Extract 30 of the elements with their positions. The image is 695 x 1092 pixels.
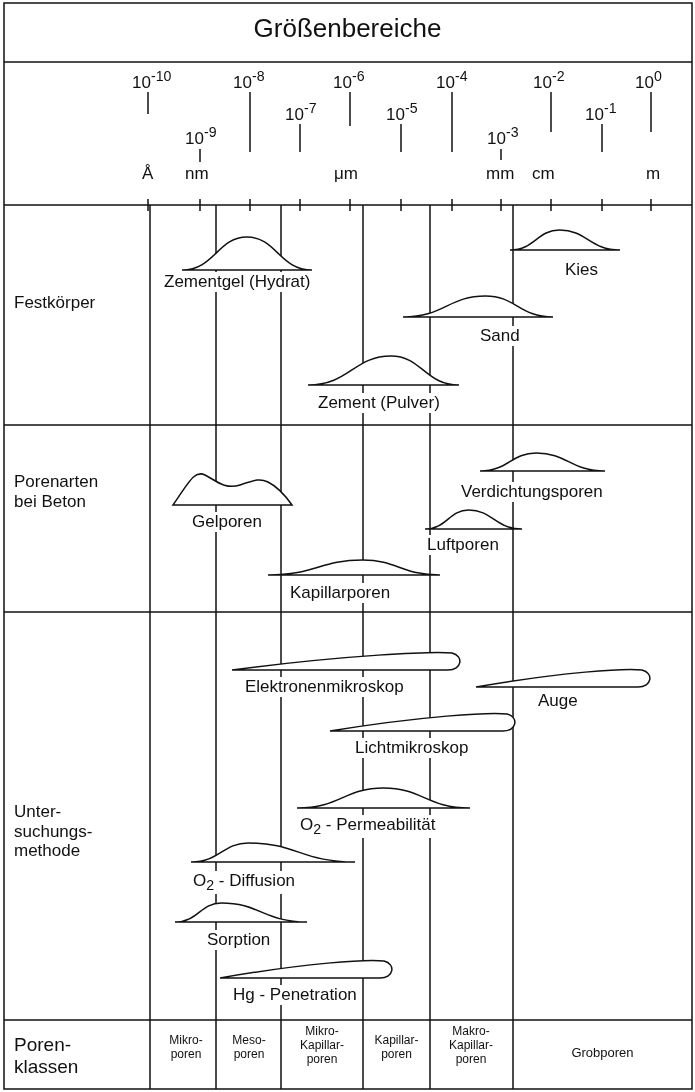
exponent-label: 10$^{-2}$	[533, 68, 565, 93]
exponent-label: 10$^{-6}$	[333, 68, 365, 93]
range-label: O$_{2}$ - Diffusion	[193, 871, 296, 894]
class-label: Mikro- poren	[168, 1034, 204, 1062]
exponent-label: 10$^{0}$	[635, 68, 662, 93]
exponent-label: 10$^{-4}$	[436, 68, 468, 93]
range-label: Lichtmikroskop	[355, 738, 469, 758]
range-label: Hg - Penetration	[233, 985, 357, 1005]
range-label: Sand	[480, 326, 520, 346]
exponent-label: 10$^{-5}$	[386, 100, 418, 125]
class-label: Mikro- Kapillar- poren	[299, 1025, 345, 1067]
class-label: Meso- poren	[231, 1034, 267, 1062]
table-title: Größenbereiche	[252, 14, 443, 44]
range-label: Elektronenmikroskop	[245, 677, 404, 697]
exponent-label: 10$^{-1}$	[585, 100, 617, 125]
range-label: O$_{2}$ - Permeabilität	[300, 815, 436, 838]
range-label: Sorption	[207, 930, 271, 950]
exponent-label: 10$^{-8}$	[233, 68, 265, 93]
range-label: Zement (Pulver)	[318, 393, 440, 413]
range-label: Zementgel (Hydrat)	[164, 272, 311, 292]
range-label: Auge	[538, 691, 578, 711]
range-label: Luftporen	[427, 535, 499, 555]
class-label: Grobporen	[570, 1046, 635, 1061]
class-label: Makro- Kapillar- poren	[448, 1025, 494, 1067]
row-header: Festkörper	[14, 293, 96, 313]
exponent-label: 10$^{-7}$	[285, 100, 317, 125]
range-label: Kapillarporen	[290, 583, 391, 603]
class-label: Kapillar- poren	[373, 1034, 420, 1062]
range-label: Verdichtungsporen	[461, 482, 603, 502]
range-label: Gelporen	[192, 512, 262, 532]
